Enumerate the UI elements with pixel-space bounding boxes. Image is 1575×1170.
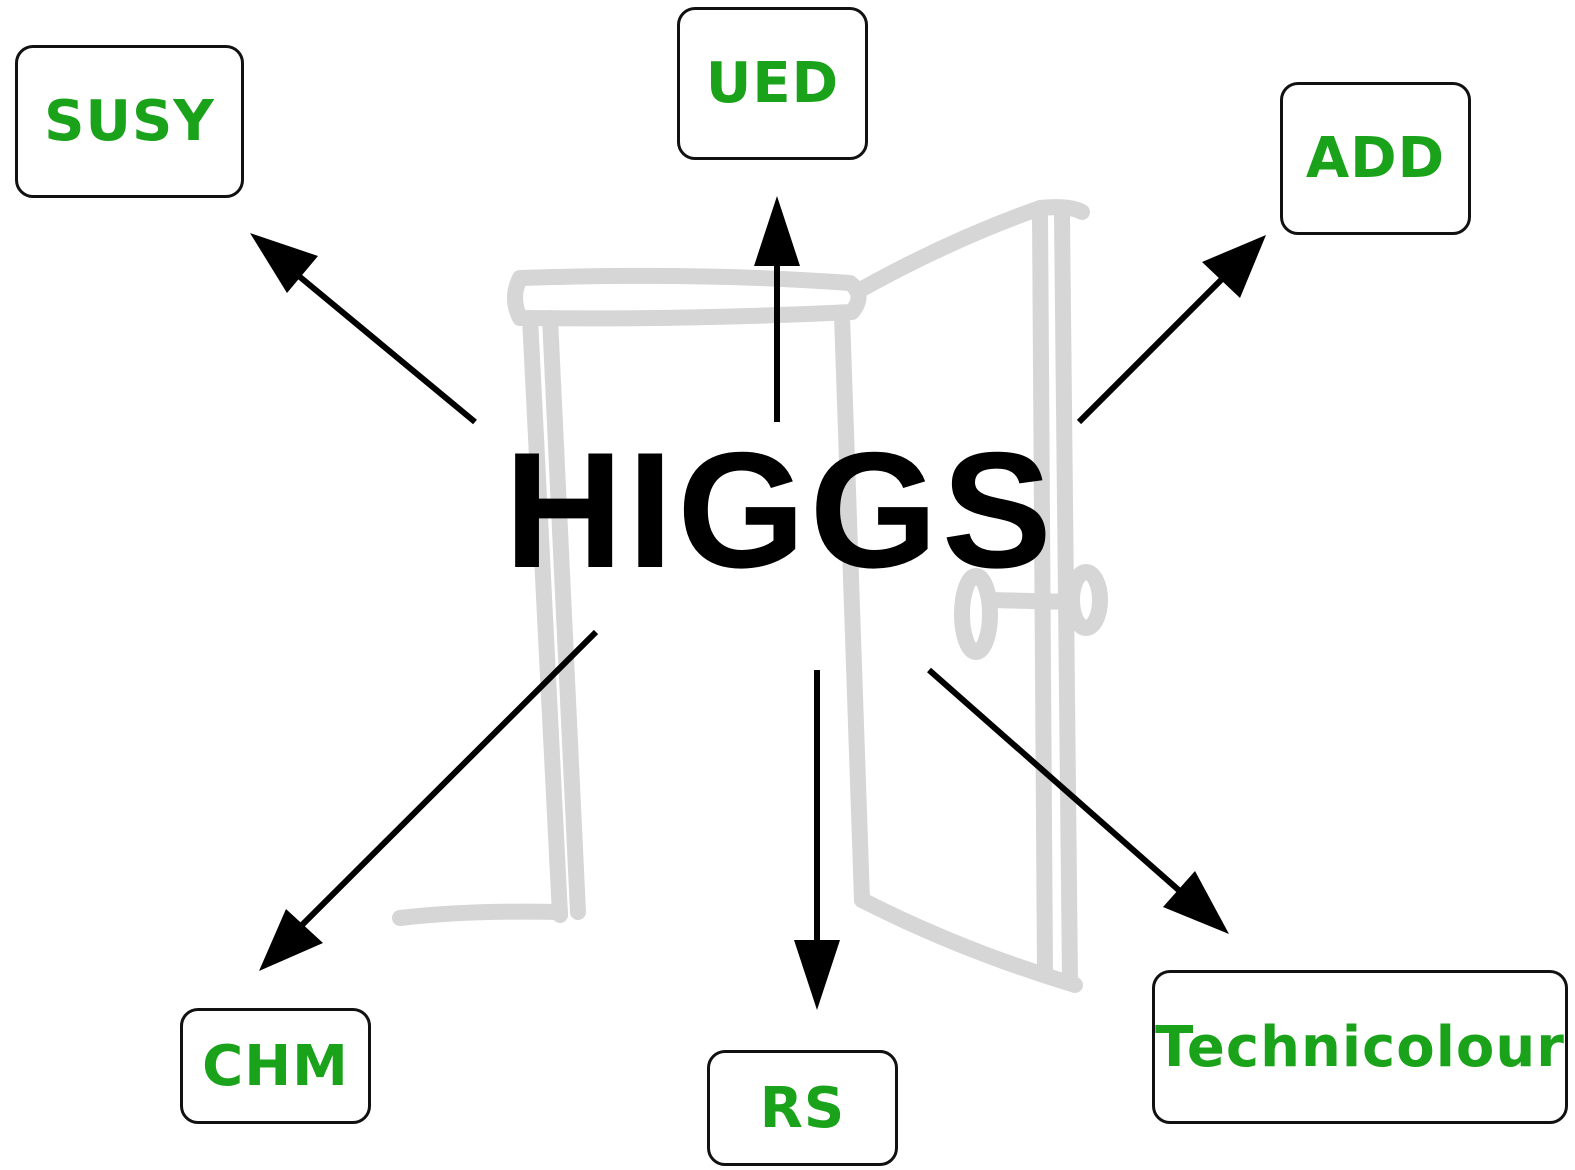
arrow-to-chm — [297, 629, 599, 930]
node-susy: SUSY — [15, 45, 244, 198]
arrowhead-ued — [754, 196, 800, 266]
node-add: ADD — [1280, 82, 1471, 235]
node-chm: CHM — [180, 1008, 371, 1124]
node-add-label: ADD — [1305, 126, 1446, 191]
arrow-to-add — [1076, 274, 1227, 425]
arrowhead-technicolour — [1163, 871, 1229, 934]
arrowhead-add — [1202, 235, 1266, 298]
arrowhead-susy — [250, 233, 318, 293]
node-rs-label: RS — [759, 1075, 846, 1141]
node-technicolour: Technicolour — [1152, 970, 1568, 1124]
node-technicolour-label: Technicolour — [1155, 1014, 1565, 1080]
node-chm-label: CHM — [202, 1033, 349, 1099]
arrowhead-chm — [259, 909, 323, 971]
arrow-to-technicolour — [927, 667, 1184, 896]
node-ued: UED — [677, 7, 868, 160]
higgs-title: HIGGS — [504, 417, 1056, 602]
arrow-to-susy — [298, 274, 477, 425]
node-susy-label: SUSY — [44, 89, 215, 154]
node-ued-label: UED — [705, 51, 840, 116]
node-rs: RS — [707, 1050, 898, 1166]
arrowhead-rs — [794, 940, 840, 1010]
